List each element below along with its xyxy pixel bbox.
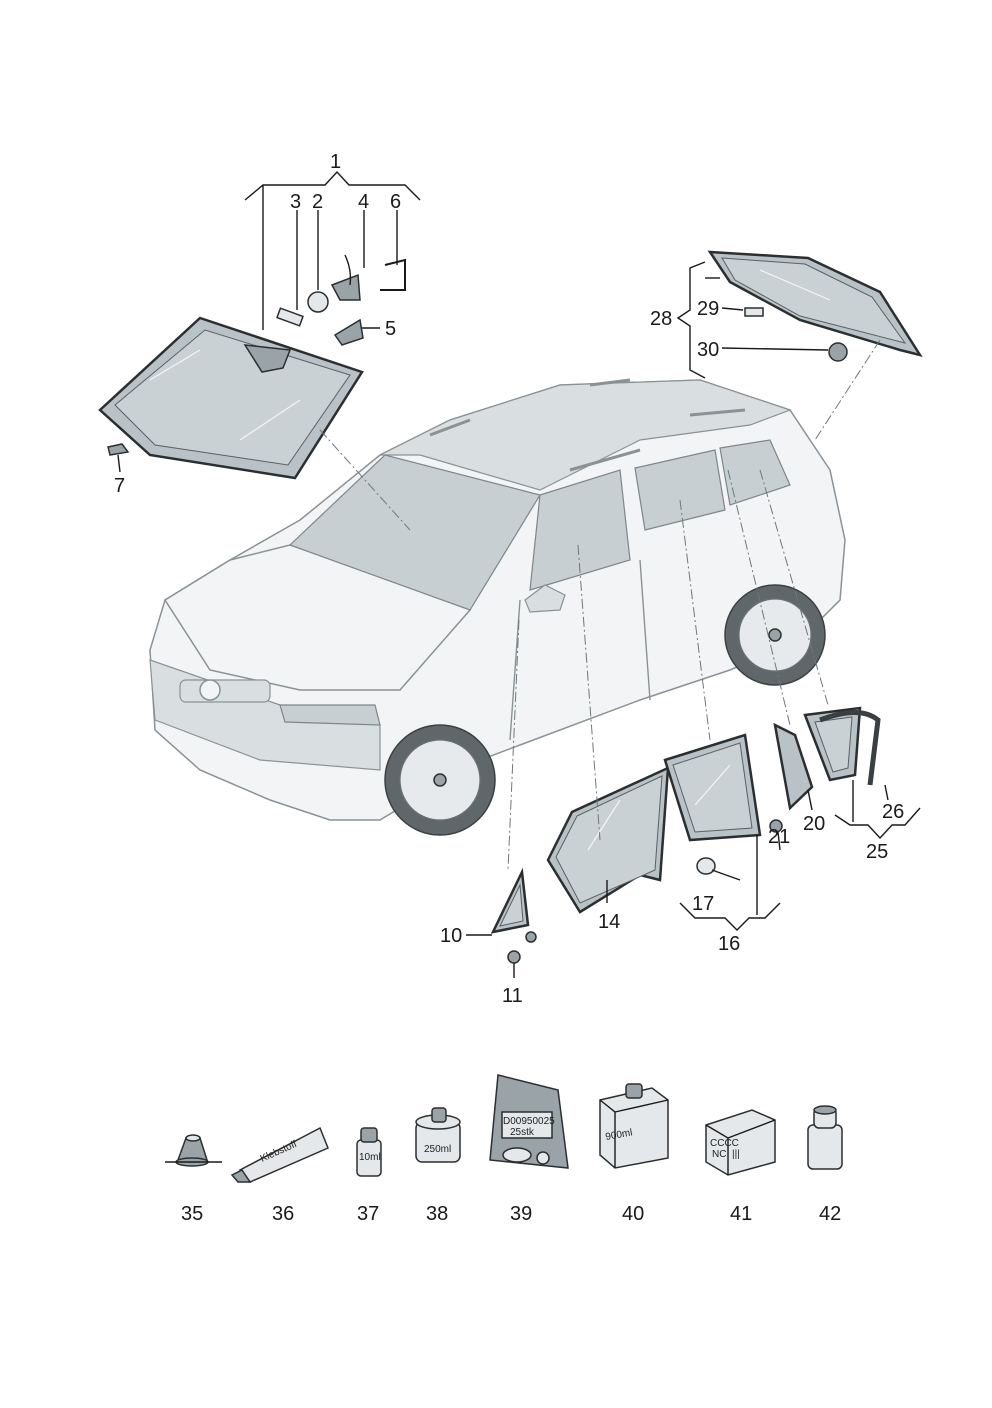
callout-30: 30: [697, 339, 719, 361]
rain-sensor-part: [333, 318, 364, 346]
callout-28: 28: [650, 308, 672, 330]
quarter-clip-part: [507, 950, 521, 964]
primer-bottle-part: 10ml: [356, 1127, 382, 1177]
front-door-glass-part: [546, 765, 670, 914]
bag-label-line1: D00950025: [503, 1116, 555, 1127]
triangle-clip-part: [769, 819, 783, 833]
callout-3: 3: [290, 191, 301, 213]
callout-38: 38: [426, 1203, 448, 1225]
seal-roll-part: [165, 1134, 222, 1167]
can-label: 250ml: [424, 1144, 451, 1155]
callout-16: 16: [718, 933, 740, 955]
side-window-part: [803, 706, 862, 782]
rear-quarter-triangle-part: [773, 722, 814, 811]
rear-grommet-part: [828, 342, 848, 362]
callout-7: 7: [114, 475, 125, 497]
callout-35: 35: [181, 1203, 203, 1225]
mirror-base-part: [107, 443, 130, 456]
quarter-clip-upper-part: [525, 931, 537, 943]
callout-21: 21: [768, 826, 790, 848]
front-quarter-glass-part: [490, 867, 530, 934]
callout-2: 2: [312, 191, 323, 213]
callout-5: 5: [385, 318, 396, 340]
front-door-window-on-car: [529, 469, 631, 591]
callout-1: 1: [330, 151, 341, 173]
kit-label-line1: CCCC: [710, 1138, 739, 1149]
kit-label-line3: |||: [732, 1149, 740, 1160]
cleaner-can-part: 250ml: [415, 1107, 461, 1163]
callout-25: 25: [866, 841, 888, 863]
callout-11: 11: [502, 985, 523, 1007]
vehicle-illustration: [149, 378, 846, 836]
callout-17: 17: [692, 893, 714, 915]
bag-label-line2: 25stk: [510, 1127, 535, 1138]
rear-door-clip-part: [696, 857, 716, 875]
rear-door-window-on-car: [634, 449, 726, 531]
callout-36: 36: [272, 1203, 294, 1225]
callout-40: 40: [622, 1203, 644, 1225]
callout-6: 6: [390, 191, 401, 213]
kit-label-line2: NC: [712, 1149, 726, 1160]
rear-spacer-part: [744, 307, 764, 317]
quarter-window-on-car: [719, 439, 791, 506]
adhesive-box-part: 900ml: [599, 1083, 669, 1169]
box-label: 900ml: [605, 1127, 634, 1143]
callout-37: 37: [357, 1203, 379, 1225]
rear-door-glass-part: [663, 733, 762, 842]
callout-26: 26: [882, 801, 904, 823]
clip-bag-part: D00950025 25stk: [489, 1074, 569, 1169]
callout-39: 39: [510, 1203, 532, 1225]
callout-10: 10: [440, 925, 462, 947]
callout-20: 20: [803, 813, 825, 835]
sensor-cover-part: [330, 273, 361, 301]
callout-labels: 1 2 3 4 5 6 7 28 29 30 10 11 14 16 17 20…: [114, 151, 904, 1225]
adhesive-tube-part: Klebstoff: [230, 1126, 329, 1183]
bottle-label: 10ml: [359, 1152, 381, 1163]
callout-29: 29: [697, 298, 719, 320]
callout-4: 4: [358, 191, 369, 213]
activator-jar-part: [807, 1105, 843, 1170]
callout-14: 14: [598, 911, 620, 933]
windscreen-part: [98, 316, 364, 480]
repair-kit-box-part: CCCC NC |||: [705, 1109, 776, 1176]
rain-sensor-pad-part: [276, 307, 304, 327]
rear-window-part: [707, 250, 923, 357]
light-sensor-part: [307, 291, 329, 313]
callout-41: 41: [730, 1203, 752, 1225]
callout-42: 42: [819, 1203, 841, 1225]
